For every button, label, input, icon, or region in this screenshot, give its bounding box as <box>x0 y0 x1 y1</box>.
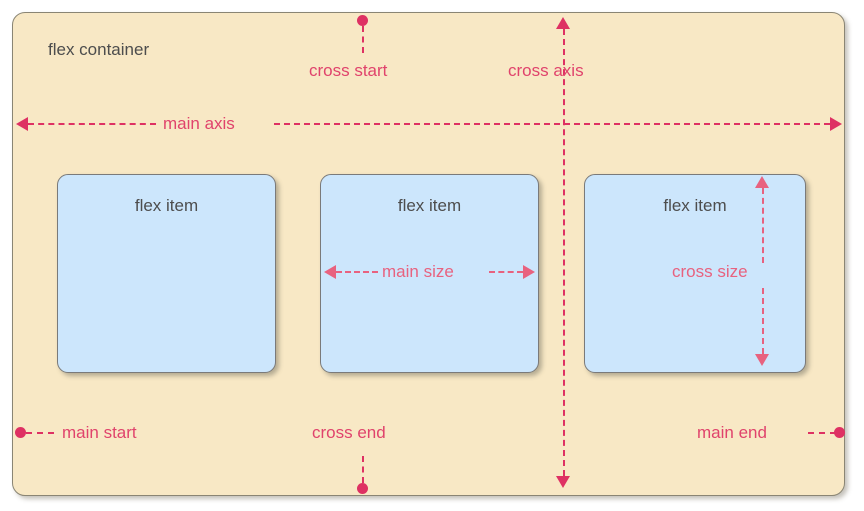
main-start-dot <box>15 427 26 438</box>
main-end-label: main end <box>697 423 767 442</box>
main-start-dash <box>26 432 54 434</box>
main-axis-line-left <box>28 123 156 125</box>
main-axis-label: main axis <box>163 114 235 133</box>
cross-size-arrow-down <box>755 354 769 366</box>
cross-end-label: cross end <box>312 423 386 442</box>
main-axis-arrow-right <box>830 117 842 131</box>
main-size-arrow-right <box>523 265 535 279</box>
cross-axis-label: cross axis <box>508 61 584 80</box>
main-size-label: main size <box>382 262 454 281</box>
flex-item-3-label: flex item <box>663 196 727 215</box>
main-axis-line-right <box>274 123 830 125</box>
cross-size-line-top <box>762 188 764 263</box>
flex-item-3: flex item <box>584 174 806 373</box>
flex-item-1: flex item <box>57 174 276 373</box>
cross-size-line-bottom <box>762 288 764 354</box>
cross-end-dot <box>357 483 368 494</box>
main-size-line-right <box>489 271 523 273</box>
cross-axis-arrow-up <box>556 17 570 29</box>
cross-start-label: cross start <box>309 61 388 80</box>
main-end-dot <box>834 427 845 438</box>
cross-size-label: cross size <box>672 262 748 281</box>
main-end-dash <box>808 432 836 434</box>
cross-axis-line <box>563 29 565 476</box>
cross-start-dot <box>357 15 368 26</box>
main-axis-arrow-left <box>16 117 28 131</box>
main-start-label: main start <box>62 423 137 442</box>
cross-size-arrow-up <box>755 176 769 188</box>
cross-end-dash <box>362 456 364 483</box>
flex-item-2: flex item <box>320 174 539 373</box>
main-size-arrow-left <box>324 265 336 279</box>
flex-item-1-label: flex item <box>134 196 199 215</box>
cross-start-dash <box>362 26 364 53</box>
flex-container-label: flex container <box>48 40 150 59</box>
flex-item-2-label: flex item <box>397 196 462 215</box>
main-size-line-left <box>336 271 378 273</box>
cross-axis-arrow-down <box>556 476 570 488</box>
